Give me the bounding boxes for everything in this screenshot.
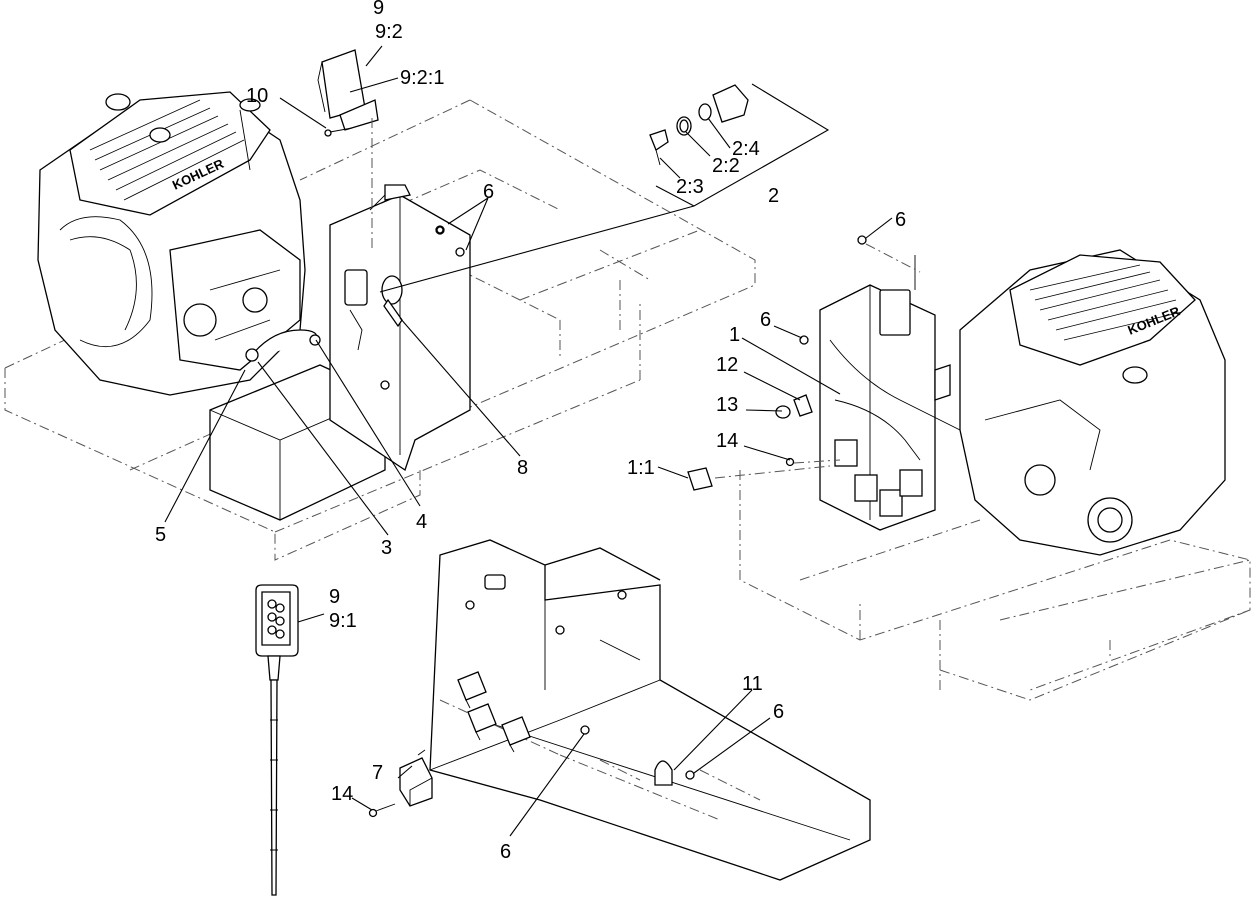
left-hardware — [324, 127, 444, 234]
callout-labels: 9 9:2 9:2:1 10 2:4 2:2 2:3 2 6 6 6 1 12 … — [155, 0, 906, 863]
relay-7 — [399, 749, 433, 807]
callout-14-b: 14 — [331, 783, 353, 805]
hour-meter — [317, 49, 379, 250]
callout-6-b: 6 — [895, 209, 906, 231]
callout-8: 8 — [517, 457, 528, 479]
callout-1-1: 1:1 — [627, 457, 655, 479]
callout-2: 2 — [768, 185, 779, 207]
callout-1: 1 — [729, 324, 740, 346]
leader-lines — [164, 45, 893, 837]
screw-14-bottom — [368, 803, 396, 818]
cable-clamp-11 — [654, 760, 695, 786]
callout-9-2: 9:2 — [375, 21, 403, 43]
callout-6-a: 6 — [483, 181, 494, 203]
callout-10: 10 — [246, 85, 268, 107]
callout-5: 5 — [155, 524, 166, 546]
left-control-panel — [329, 184, 471, 472]
callout-6-e: 6 — [500, 841, 511, 863]
nut-6-bottom — [580, 725, 590, 735]
bottom-frame — [429, 539, 871, 881]
callout-4: 4 — [416, 511, 427, 533]
callout-9-bottom: 9 — [329, 586, 340, 608]
battery-cable — [245, 329, 321, 362]
callout-9-2-1: 9:2:1 — [400, 67, 444, 89]
right-engine: KOHLER — [959, 249, 1226, 556]
key-switch-exploded — [649, 84, 749, 166]
callout-7: 7 — [372, 762, 383, 784]
callout-14-a: 14 — [716, 430, 738, 452]
callout-2-2: 2:2 — [712, 155, 740, 177]
bottom-relays — [457, 671, 531, 753]
left-engine: KOHLER — [37, 91, 306, 396]
callout-9-1: 9:1 — [329, 610, 357, 632]
right-frame-phantom — [739, 470, 1251, 701]
callout-6-d: 6 — [773, 701, 784, 723]
callout-3: 3 — [381, 537, 392, 559]
fuse — [687, 467, 713, 491]
callout-11: 11 — [742, 673, 763, 695]
callout-6-c: 6 — [760, 309, 771, 331]
handheld-remote — [255, 584, 299, 896]
right-hardware — [714, 235, 921, 479]
callout-2-4: 2:4 — [732, 138, 760, 160]
callout-2-3: 2:3 — [676, 176, 704, 198]
callout-13: 13 — [716, 394, 738, 416]
callout-12: 12 — [716, 354, 738, 376]
callout-9-top: 9 — [373, 0, 384, 19]
right-control-panel — [819, 255, 961, 531]
